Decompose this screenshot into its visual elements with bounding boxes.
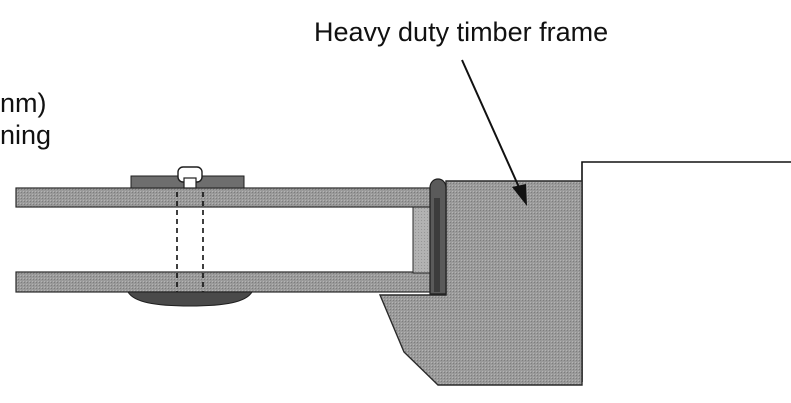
- bolt-fixing: [176, 192, 204, 294]
- upper-sheet: [15, 187, 437, 208]
- timber-frame-block: [378, 180, 583, 386]
- left-label-line-2: ning: [0, 120, 52, 150]
- frame-leader-arrow: [461, 59, 527, 206]
- bolt-head-icon: [177, 166, 203, 189]
- lower-sheet: [15, 271, 437, 293]
- wall-outline: [581, 161, 791, 382]
- edge-seal: [429, 178, 447, 295]
- left-label-line-1: nm): [0, 88, 47, 118]
- frame-label: Heavy duty timber frame: [314, 17, 609, 47]
- bottom-washer: [127, 291, 253, 307]
- inner-panel: [412, 206, 432, 274]
